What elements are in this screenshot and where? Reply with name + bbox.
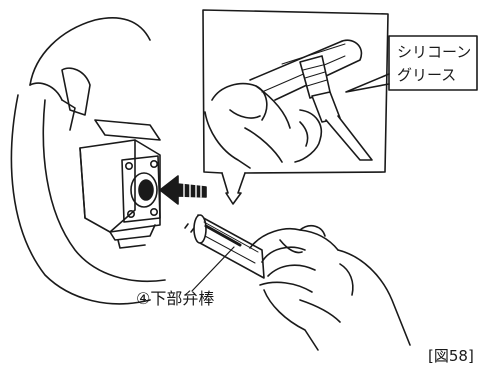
grease-callout: シリコーン グリース bbox=[345, 35, 478, 93]
inset-panel bbox=[202, 9, 389, 205]
grease-brush bbox=[299, 55, 373, 161]
gloved-hand-lower bbox=[249, 224, 411, 351]
part-leader bbox=[191, 246, 235, 292]
valve-housing bbox=[10, 17, 166, 305]
figure-number: [図58] bbox=[428, 347, 474, 365]
grease-label-line1: シリコーン bbox=[397, 43, 471, 61]
part-label: ④下部弁棒 bbox=[136, 289, 214, 308]
inset-hand bbox=[204, 82, 322, 169]
grease-label-line2: グリース bbox=[397, 66, 456, 84]
lower-valve-stem bbox=[193, 214, 265, 279]
